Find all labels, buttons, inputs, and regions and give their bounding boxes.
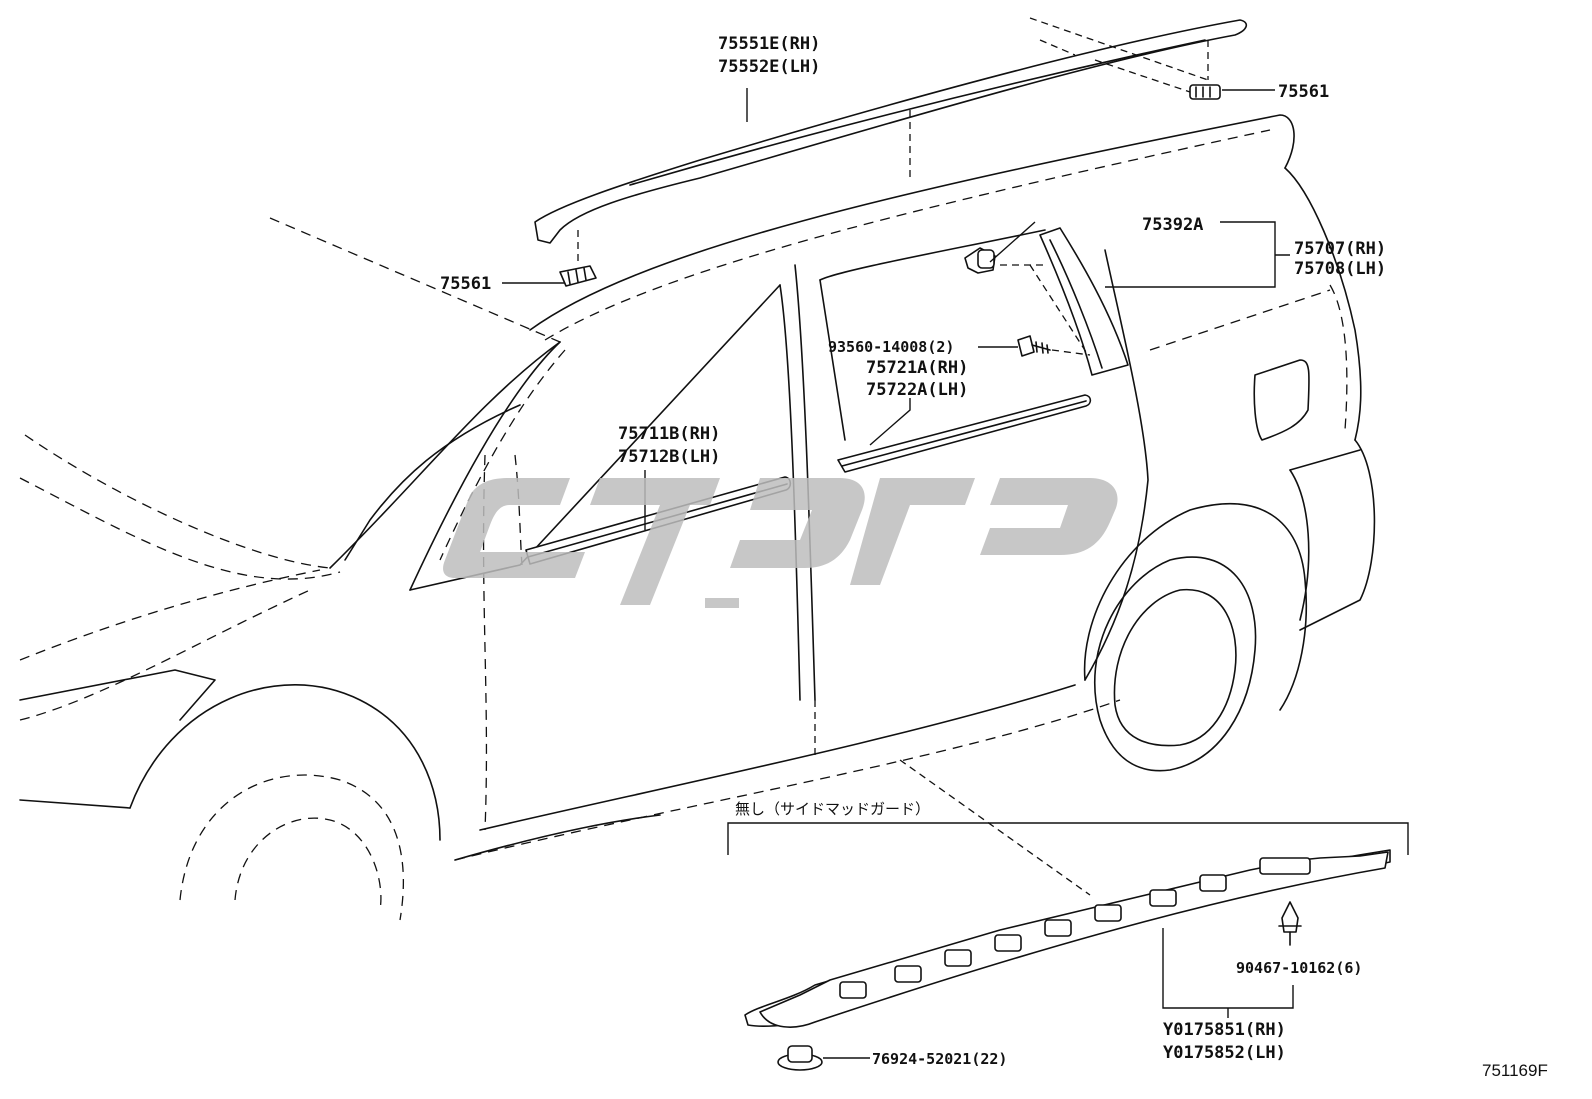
attach-line-rear-top — [1029, 17, 1209, 81]
attach-line-mudguard — [899, 759, 1091, 896]
label-front-belt-rh: 75711B(RH) — [618, 424, 720, 444]
label-side-guard-note: 無し（サイドマッドガード） — [735, 800, 930, 818]
label-screw: 93560-14008(2) — [828, 338, 954, 356]
label-rear-belt-rh: 75721A(RH) — [866, 358, 968, 378]
attach-line-garnish — [1000, 264, 1089, 356]
screw-icon — [1017, 335, 1051, 357]
label-side-guard-lh: Y0175852(LH) — [1163, 1043, 1286, 1063]
rivet-icon — [1278, 901, 1302, 946]
label-front-belt-lh: 75712B(LH) — [618, 447, 720, 467]
label-nut: 76924-52021(22) — [872, 1050, 1007, 1068]
watermark-logo — [443, 478, 1118, 608]
attach-line-rear — [1039, 39, 1191, 93]
label-rivet: 90467-10162(6) — [1236, 959, 1362, 977]
car-body-outline — [19, 114, 1376, 921]
figure-id: 751169F — [1482, 1061, 1548, 1080]
label-pillar-garnish-rh: 75707(RH) — [1294, 239, 1386, 259]
label-side-guard-rh: Y0175851(RH) — [1163, 1020, 1286, 1040]
clip-icon-rear — [1189, 84, 1221, 100]
label-clip-front: 75561 — [440, 274, 491, 294]
rear-belt-moulding-part — [837, 394, 1092, 473]
clip-icon-front — [559, 265, 597, 287]
label-clip-rear: 75561 — [1278, 82, 1329, 102]
label-roof-rack-rh: 75551E(RH) — [718, 34, 820, 54]
moulding-clip-icon — [964, 247, 996, 274]
label-roof-rack-lh: 75552E(LH) — [718, 57, 820, 77]
label-moulding-pillar: 75392A — [1142, 215, 1203, 235]
pillar-garnish-part — [1039, 227, 1129, 376]
side-mud-guard-part — [744, 849, 1391, 1028]
roof-rack-part — [534, 19, 1248, 244]
label-pillar-garnish-lh: 75708(LH) — [1294, 259, 1386, 279]
nut-icon — [777, 1045, 823, 1071]
label-rear-belt-lh: 75722A(LH) — [866, 380, 968, 400]
attach-line-screw — [1051, 349, 1091, 356]
